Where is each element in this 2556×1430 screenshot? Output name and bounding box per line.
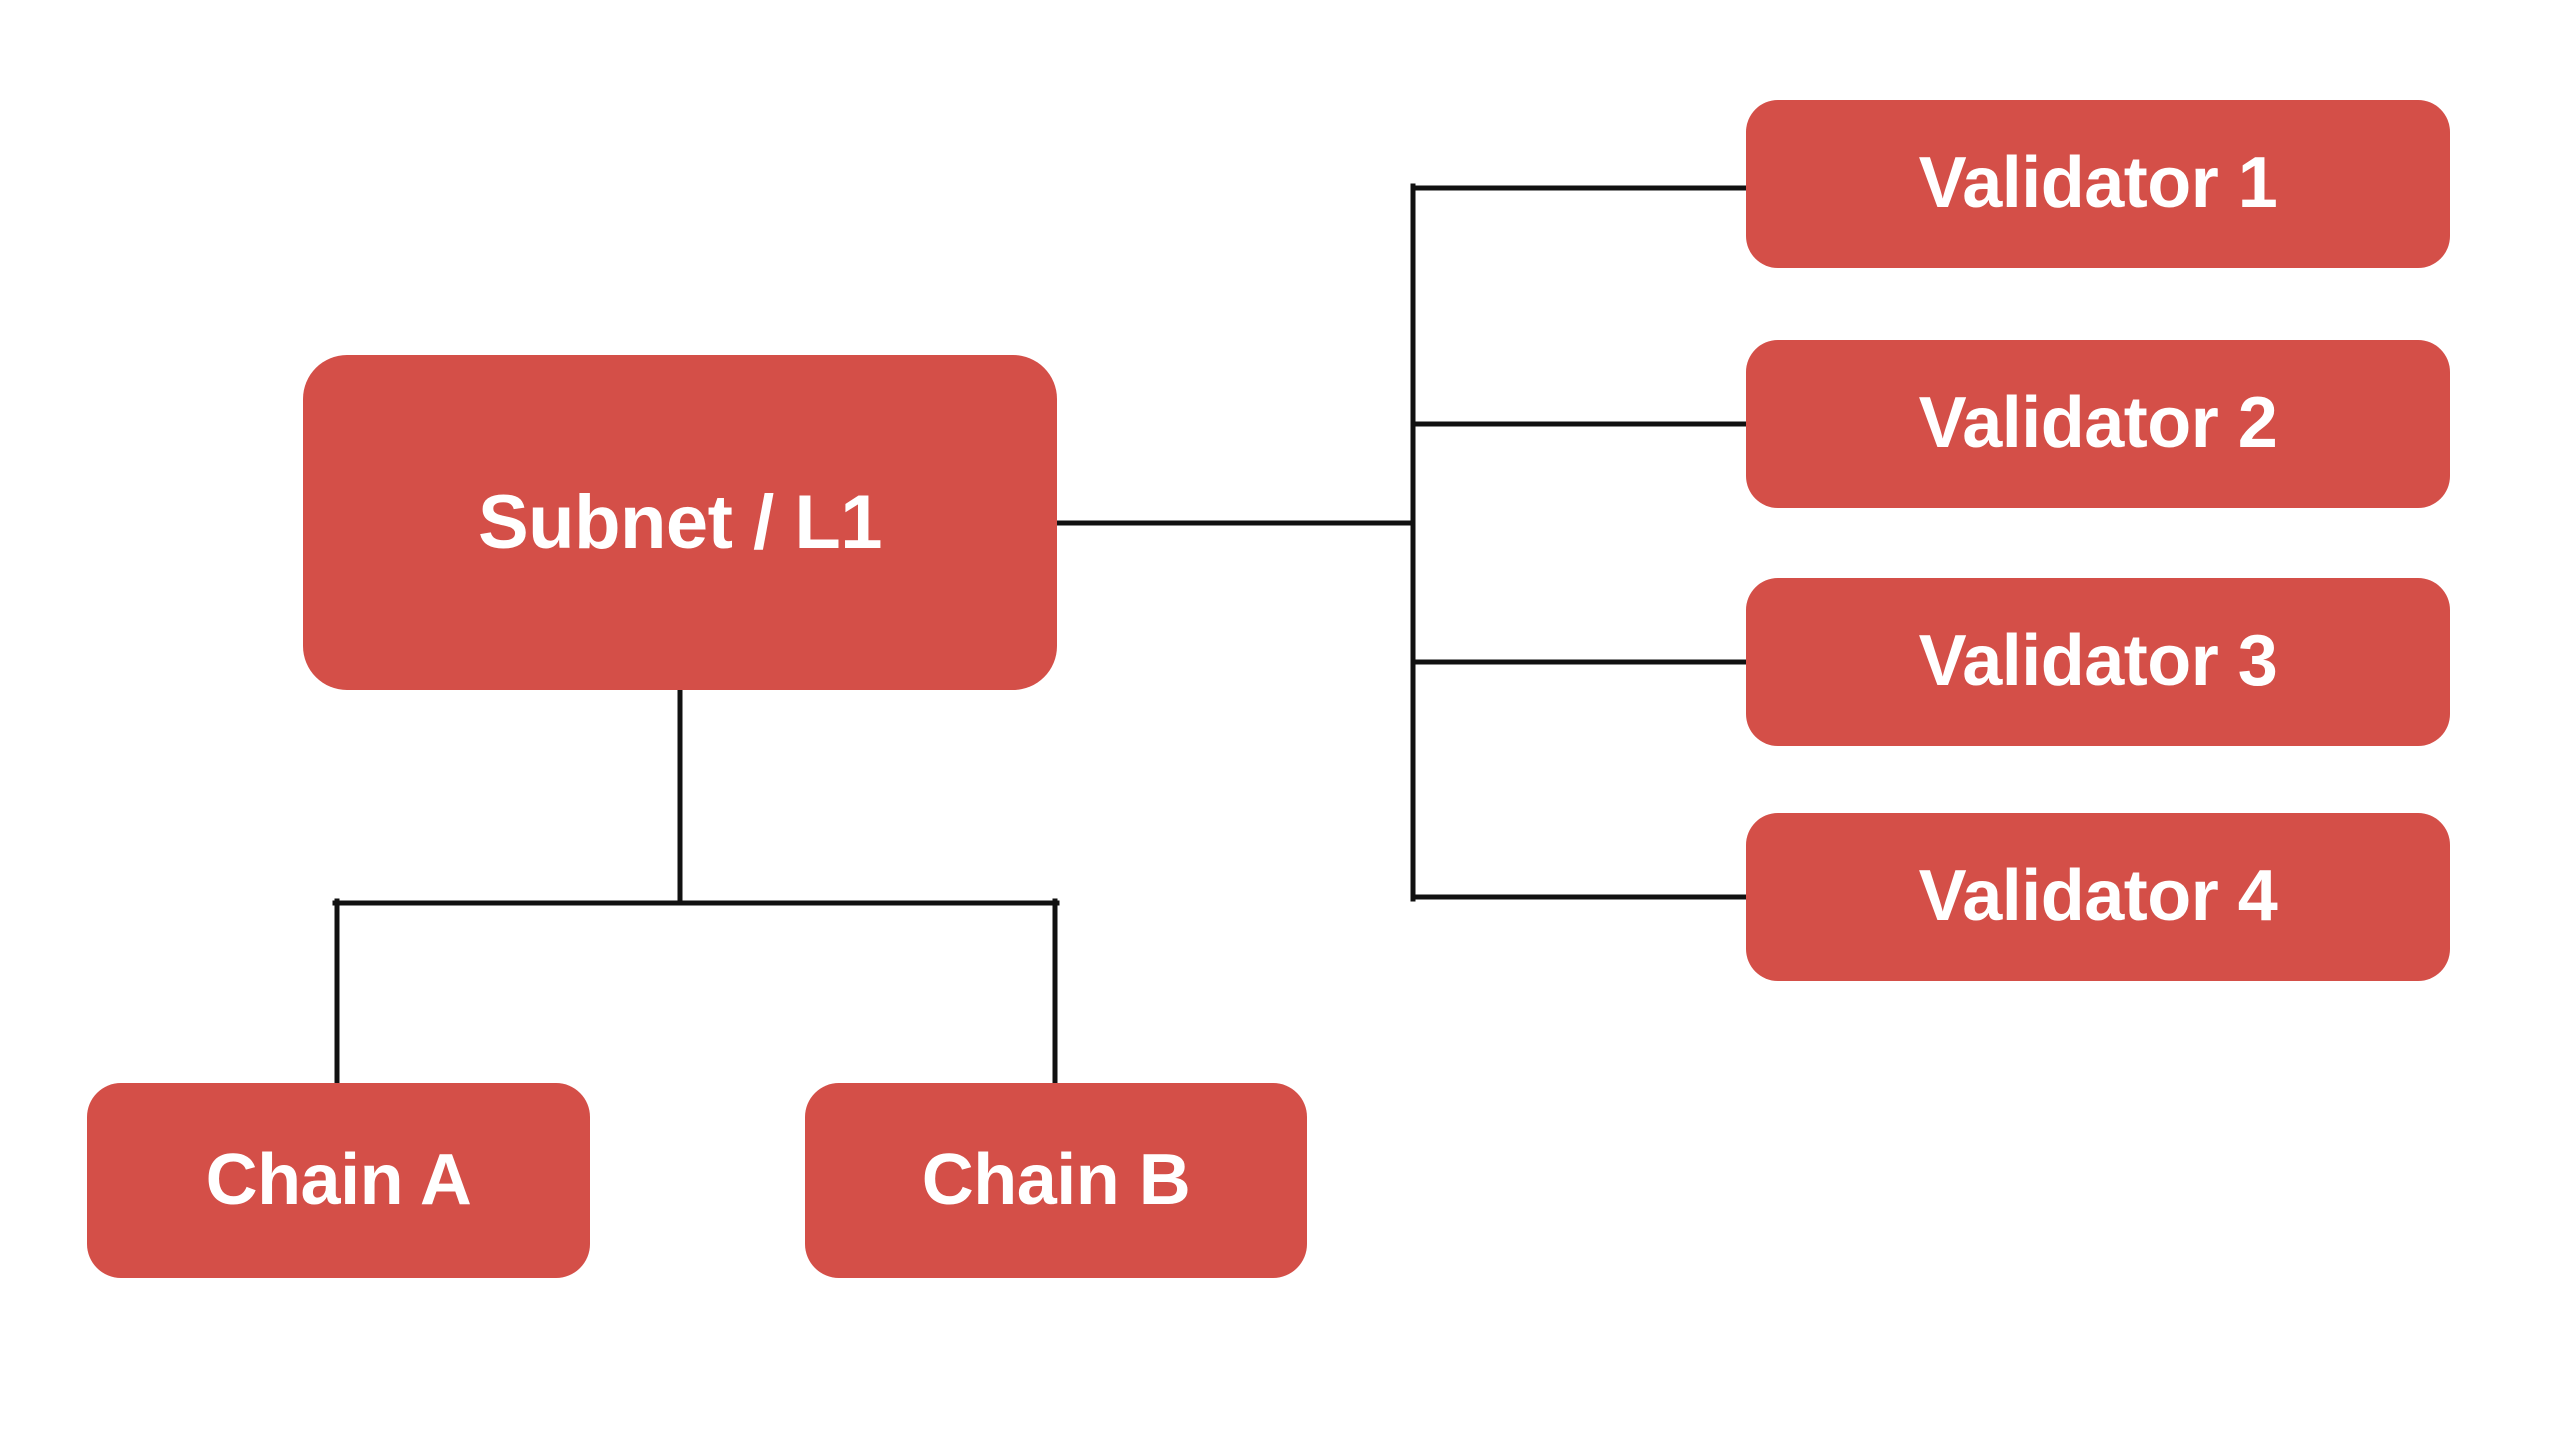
node-validator-1[interactable]: Validator 1 [1746,100,2450,268]
node-validator-2[interactable]: Validator 2 [1746,340,2450,508]
node-chain-a-label: Chain A [205,1139,472,1220]
node-validator-1-label: Validator 1 [1918,143,2278,224]
node-chain-b[interactable]: Chain B [805,1083,1307,1278]
node-subnet-l1[interactable]: Subnet / L1 [303,355,1057,690]
node-chain-a[interactable]: Chain A [87,1083,590,1278]
node-chain-b-label: Chain B [921,1139,1191,1220]
node-validator-2-label: Validator 2 [1918,383,2278,464]
node-validator-3[interactable]: Validator 3 [1746,578,2450,746]
node-subnet-l1-label: Subnet / L1 [477,479,883,565]
node-validator-4-label: Validator 4 [1918,856,2278,937]
node-validator-4[interactable]: Validator 4 [1746,813,2450,981]
node-validator-3-label: Validator 3 [1918,621,2278,702]
